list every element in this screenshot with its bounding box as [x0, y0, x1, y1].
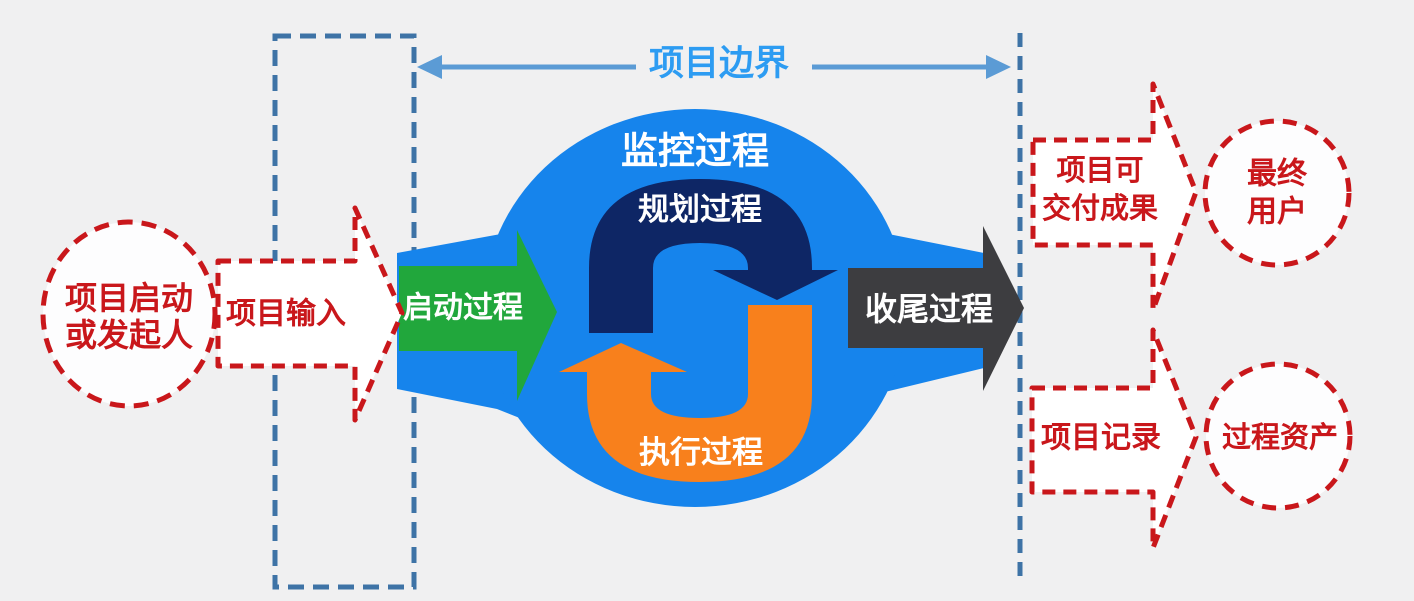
- input-arrow: [215, 205, 405, 423]
- initiator-label-line2: 或发起人: [65, 316, 193, 354]
- boundary-label: 项目边界: [649, 44, 789, 84]
- initiator-circle: [40, 219, 218, 409]
- end-user-label-line2: 用户: [1247, 195, 1307, 230]
- executing-label: 执行过程: [639, 435, 763, 471]
- asset-circle: [1203, 361, 1353, 511]
- boundary-arrowhead-right-icon: [986, 55, 1011, 79]
- end-user-label-line1: 最终: [1247, 157, 1308, 192]
- deliverable-label-line2: 交付成果: [1042, 191, 1158, 225]
- boundary-arrowhead-left-icon: [417, 55, 442, 79]
- closing-label: 收尾过程: [865, 290, 993, 328]
- monitoring-label: 监控过程: [621, 130, 769, 173]
- deliverable-arrow: [1030, 81, 1199, 313]
- initiating-label: 启动过程: [403, 291, 523, 326]
- record-arrow: [1029, 327, 1199, 551]
- input-arrow-label: 项目输入: [226, 297, 346, 332]
- asset-circle-label: 过程资产: [1222, 420, 1338, 454]
- deliverable-label-line1: 项目可: [1056, 153, 1143, 187]
- initiator-label-line1: 项目启动: [65, 279, 193, 317]
- planning-arch-arrow: [589, 179, 838, 333]
- record-arrow-label: 项目记录: [1041, 421, 1161, 456]
- planning-label: 规划过程: [638, 192, 762, 228]
- boundary-header: 项目边界: [417, 44, 1011, 84]
- end-user-circle: [1202, 118, 1352, 268]
- executing-arch-arrow: [559, 305, 812, 482]
- closing-arrow: [848, 226, 1024, 391]
- initiating-arrow: [399, 230, 557, 401]
